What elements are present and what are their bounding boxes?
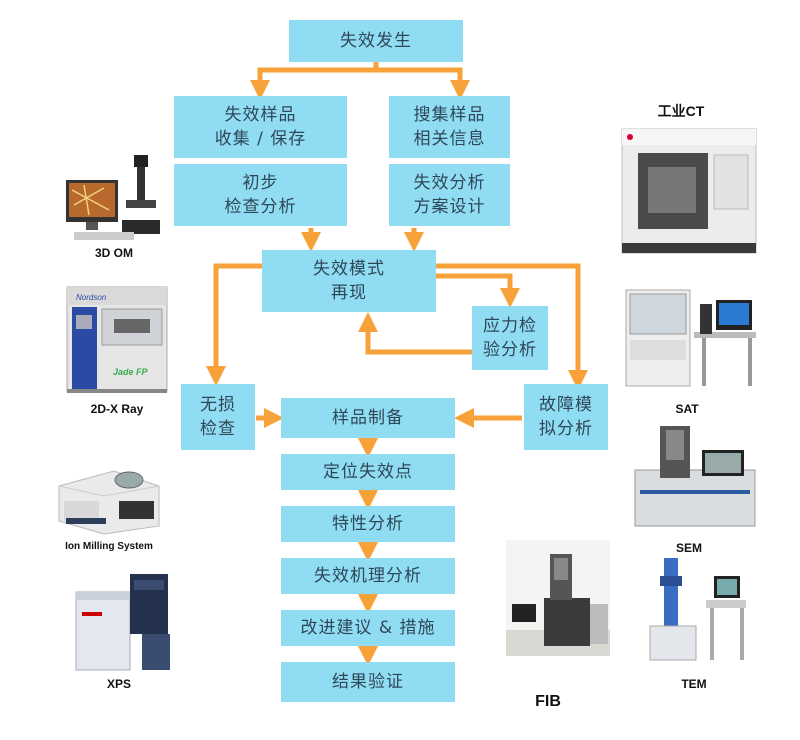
box-gather-info: 搜集样品 相关信息 xyxy=(389,96,510,158)
om-label: 3D OM xyxy=(94,246,133,260)
box-characterize: 特性分析 xyxy=(281,506,455,542)
om-image xyxy=(66,155,160,240)
arrow-stress-to-reproduce xyxy=(358,312,472,355)
tem-label: TEM xyxy=(681,677,707,691)
ion-milling-label: Ion Milling System xyxy=(65,541,153,552)
tem-image xyxy=(649,558,746,661)
xps-label: XPS xyxy=(106,677,131,691)
box-sample-prep: 样品制备 xyxy=(281,398,455,438)
box-fault-sim: 故障模 拟分析 xyxy=(524,384,608,450)
box-improve: 改进建议 & 措施 xyxy=(281,610,455,646)
arrow-to-faultsim xyxy=(436,263,588,390)
arrow-to-collect xyxy=(250,67,376,100)
ion-milling-image xyxy=(58,470,160,535)
fib-label: FIB xyxy=(535,693,561,710)
box-sample-collect: 失效样品 收集 / 保存 xyxy=(174,96,347,158)
box-nondestructive: 无损 检查 xyxy=(181,384,255,450)
ct-label: 工业CT xyxy=(657,103,705,119)
arrow-to-stress xyxy=(436,273,520,308)
sat-label: SAT xyxy=(675,402,699,416)
xps-image xyxy=(75,574,170,671)
arrow-to-nondestructive xyxy=(206,263,262,386)
xray-label: 2D-X Ray xyxy=(90,402,144,416)
box-failure-occurs: 失效发生 xyxy=(289,20,463,62)
box-initial-inspect: 初步 检查分析 xyxy=(174,164,347,226)
box-reproduce: 失效模式 再现 xyxy=(262,250,436,312)
xray-image: Nordson xyxy=(66,286,168,393)
arrow-to-info xyxy=(376,67,470,100)
sem-label: SEM xyxy=(675,541,702,555)
xray-brand: Jade FP xyxy=(113,367,148,377)
svg-text:Nordson: Nordson xyxy=(76,293,107,302)
box-verify: 结果验证 xyxy=(281,662,455,702)
sat-image xyxy=(625,289,756,387)
fib-image xyxy=(506,540,610,656)
box-stress-analysis: 应力检 验分析 xyxy=(472,306,548,370)
box-analysis-plan: 失效分析 方案设计 xyxy=(389,164,510,226)
sem-image xyxy=(634,426,756,527)
box-mechanism: 失效机理分析 xyxy=(281,558,455,594)
box-locate: 定位失效点 xyxy=(281,454,455,490)
ct-image xyxy=(621,128,757,254)
